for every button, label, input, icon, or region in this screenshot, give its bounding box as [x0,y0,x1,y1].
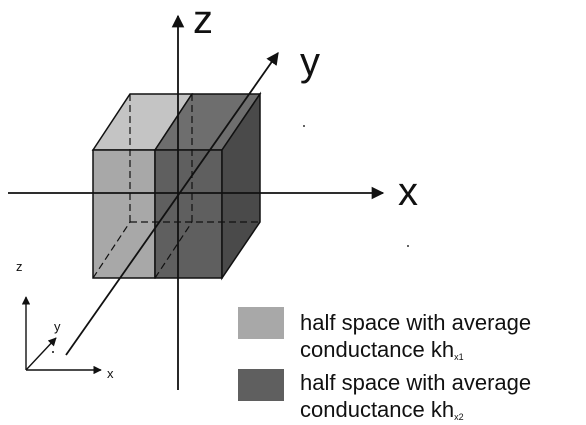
dark-half-side [221,91,261,281]
mini-axes [21,296,102,375]
light-half-space [91,93,194,279]
x-axis-label: x [398,170,418,214]
legend-item2-line2: conductance khx2 [300,397,464,422]
stray-dot [303,125,305,127]
legend-swatch-dark [238,369,284,401]
mini-x-label: x [107,366,114,381]
main-axes [8,14,385,390]
mini-z-label: z [16,259,23,274]
dark-half-space [153,91,262,281]
stray-dot [407,245,409,247]
legend: half space with average conductance khx1… [238,307,531,422]
legend-item1-line2: conductance khx1 [300,337,464,362]
y-axis [65,51,279,356]
hidden-edges [92,94,260,279]
light-half-front [92,149,156,279]
mini-y-label: y [54,319,61,334]
mini-y-axis [25,337,57,371]
y-axis-label: y [300,40,320,84]
z-axis-label: z [193,0,213,42]
legend-item2-line1: half space with average [300,370,531,395]
mini-origin-dot [52,351,54,353]
legend-swatch-light [238,307,284,339]
legend-item1-line1: half space with average [300,310,531,335]
